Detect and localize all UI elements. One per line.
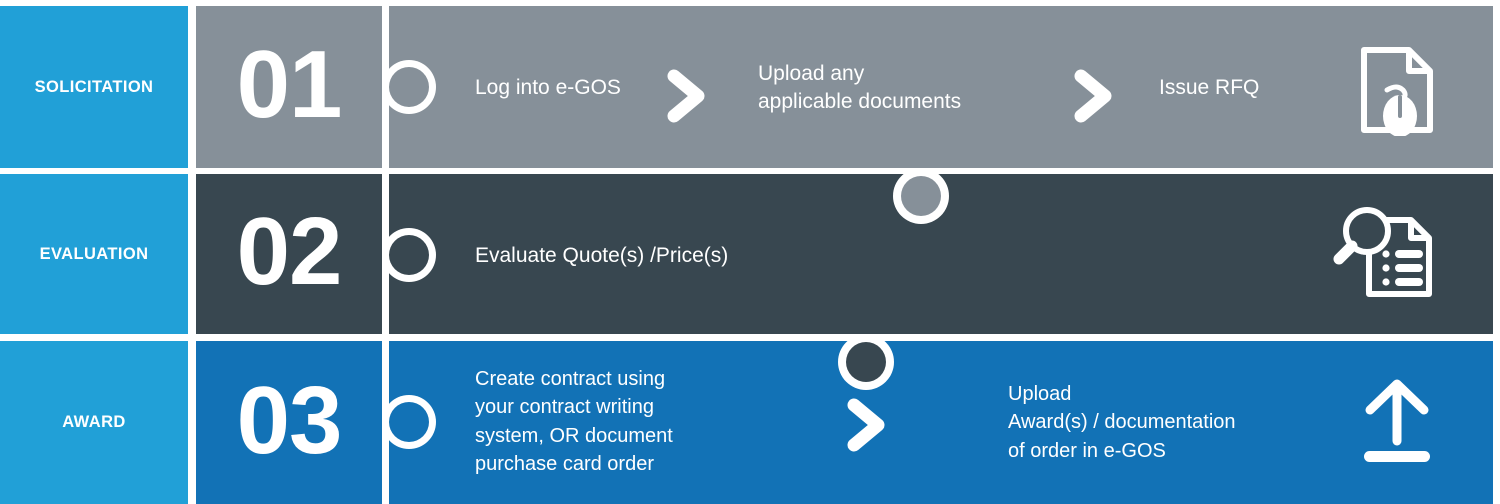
step-number-text: 03	[236, 366, 343, 474]
puzzle-notch-ring	[382, 60, 436, 114]
step-text-log-into-egos: Log into e-GOS	[475, 76, 621, 99]
step-content-solicitation: Log into e-GOS Upload any applicable doc…	[389, 6, 1493, 168]
step-number-text: 01	[236, 31, 343, 138]
upload-arrow-icon	[1354, 377, 1440, 469]
step-content-award: Create contract using your contract writ…	[389, 341, 1493, 504]
process-row-award: AWARD 03 Create contract using your cont…	[0, 341, 1500, 504]
step-text-upload-award: Upload Award(s) / documentation of order…	[1008, 383, 1236, 462]
stage-label-evaluation[interactable]: EVALUATION	[0, 174, 188, 334]
step-number-03: 03	[196, 341, 382, 504]
row-connector-circle-1	[893, 168, 949, 224]
stage-label-text: EVALUATION	[39, 244, 149, 263]
step-number-02: 02	[196, 174, 382, 334]
step-text-upload-documents: Upload any applicable documents	[758, 62, 962, 114]
step-text-issue-rfq: Issue RFQ	[1159, 76, 1260, 99]
process-row-solicitation: SOLICITATION 01 Log into e-GOS Upload an…	[0, 6, 1500, 168]
chevron-right-icon	[844, 397, 888, 453]
chevron-right-icon	[664, 68, 708, 124]
row-connector-circle-2	[838, 334, 894, 390]
stage-label-text: SOLICITATION	[34, 77, 154, 96]
stage-label-solicitation[interactable]: SOLICITATION	[0, 6, 188, 168]
step-number-text: 02	[236, 198, 343, 305]
document-magnifier-icon	[1329, 198, 1439, 308]
chevron-right-icon	[1071, 68, 1115, 124]
stage-label-award[interactable]: AWARD	[0, 341, 188, 504]
step-text-evaluate-quotes: Evaluate Quote(s) /Price(s)	[475, 244, 729, 267]
document-mouse-icon	[1354, 44, 1440, 136]
puzzle-notch-ring	[382, 395, 436, 449]
stage-label-text: AWARD	[62, 413, 126, 432]
process-row-evaluation: EVALUATION 02 Evaluate Quote(s) /Price(s…	[0, 174, 1500, 334]
step-text-create-contract: Create contract using your contract writ…	[475, 368, 673, 476]
puzzle-notch-ring	[382, 228, 436, 282]
step-number-01: 01	[196, 6, 382, 168]
